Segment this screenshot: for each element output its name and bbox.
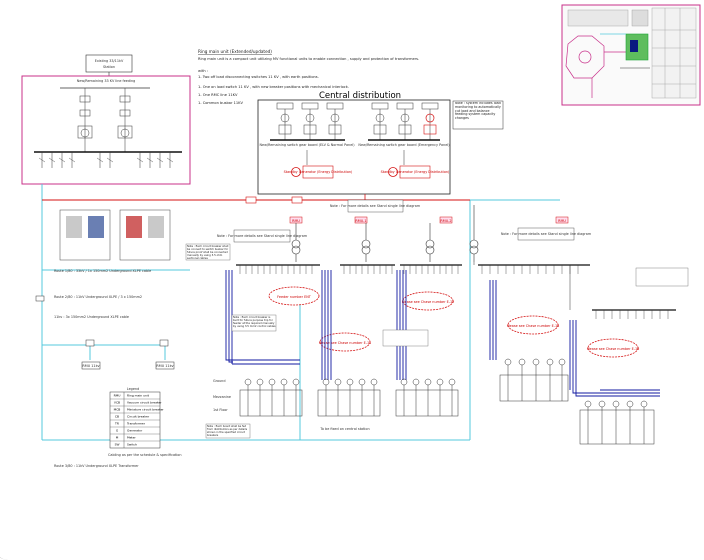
row-label-ground: Ground: [213, 379, 225, 383]
legend-symbol: M: [116, 436, 119, 440]
legend-text: Vacuum circuit breaker: [127, 401, 162, 405]
annotation-notes: Note : Each circuit breaker shall be con…: [185, 243, 689, 439]
scope-line-3: 1- Two off load disconnecting switches 1…: [198, 75, 319, 79]
central-note: Note : system includes load monitoring t…: [455, 102, 501, 121]
left-cable-2: Route 2/80 : 11kV Underground XLPE / 3 x…: [54, 295, 142, 299]
legend-text: Meter: [127, 436, 136, 440]
mv-line: [42, 194, 470, 204]
gen-label-left: Standby Generator (Energy Distribution): [284, 170, 353, 174]
existing-panel: New/Remaining 33 KV line feeding: [21, 75, 191, 185]
central-distribution-title: Central distribution: [319, 91, 401, 101]
legend-symbol: RMU: [114, 394, 121, 398]
legend-text: Generator: [127, 429, 143, 433]
tx-note-2: Note : For more details see Stand single…: [217, 234, 308, 238]
legend-symbol: VCB: [114, 401, 120, 405]
legend-title: Legend: [127, 387, 139, 391]
existing-panel-label: New/Remaining 33 KV line feeding: [77, 79, 136, 83]
existing-station-title: Existing 33/11kV: [95, 59, 124, 63]
bottom-left-note: Note : Each board shall be fed from dist…: [207, 425, 248, 437]
feeder-label-5: Please see Chase number E-16: [587, 347, 640, 351]
legend-text: Circuit breaker: [127, 415, 150, 419]
existing-station-subtitle: Station: [103, 65, 115, 69]
feeder-label-3: Please see Chase number E-12: [402, 300, 455, 304]
legend-symbol: TR: [114, 422, 119, 426]
tx-note-3: Note : For more details see Stand single…: [501, 232, 592, 236]
legend-symbol: MCB: [114, 408, 121, 412]
legend-text: Transformer: [126, 422, 146, 426]
feeder-label-4: Please see Chase number E-14: [507, 324, 560, 328]
left-note-1: Note : Each circuit breaker shall be con…: [187, 245, 229, 260]
rmu-tag-2: RMU-1: [355, 219, 366, 223]
page-corner: [0, 520, 15, 560]
floor-row-labels: Ground Mezzanine 1st Floor To be fixed o…: [213, 379, 370, 431]
rmu-tag-3: RMU-2: [440, 219, 451, 223]
floor-boards: [239, 358, 655, 445]
switchgear-right-label: New/Remaining switch gear board (Emergen…: [358, 143, 450, 147]
scope-line-5: 1- One RMC line 11KV: [198, 93, 238, 97]
legend-text: Miniature circuit breaker: [127, 408, 164, 412]
row-label-mezzanine: Mezzanine: [213, 395, 231, 399]
bottom-note: To be fixed on central station: [319, 427, 369, 431]
existing-station-block: Existing 33/11kV Station: [85, 54, 133, 76]
central-distribution: Central distribution New/Remaining switc…: [257, 91, 504, 195]
left-note-2: Note : Each circuit breaker is built for…: [233, 316, 276, 328]
rmu-tag-1: RMU: [292, 219, 300, 223]
left-cable-3: 11kv : 3x 150mm2 Underground XLPE cable: [54, 315, 129, 319]
tx-note-1: Note : For more details see Stand single…: [330, 204, 421, 208]
left-cable-1: Route 1/80 : 33kV / 1x 150mm2 Undergroun…: [54, 269, 151, 273]
scope-heading: Ring main unit (Extended/updated): [198, 49, 272, 54]
feeder-clouds: Feeder number ENT Please see Chase numbe…: [268, 286, 640, 358]
legend-text: Switch: [127, 443, 137, 447]
transformers: [291, 205, 479, 262]
scope-line-6: 1- Common busbar 11KV: [198, 101, 244, 105]
legend-footnote: Cabling as per the schedule & specificat…: [108, 453, 182, 457]
substation-1: RMU 11kv: [82, 364, 99, 368]
substation-2: RMU 11kv: [156, 364, 173, 368]
feeder-label-2: Please see Chase number E-11: [319, 341, 372, 345]
legend-symbol: CB: [115, 415, 119, 419]
legend-text: Ring main unit: [127, 394, 150, 398]
scope-line-1: Ring main unit is a compact unit utilizi…: [198, 57, 419, 61]
transformer-notes: Note : For more details see Stand single…: [217, 199, 592, 243]
distribution-boards: [236, 262, 676, 319]
scope-line-2: with :: [198, 69, 208, 73]
legend-symbol: SW: [115, 443, 120, 447]
key-plan-inset: [561, 4, 701, 106]
feeder-label-1: Feeder number ENT: [277, 295, 312, 299]
legend-symbol: G: [116, 429, 119, 433]
rmu-photos: [59, 209, 171, 261]
rmu-tags: RMU RMU-1 RMU-2 RMU: [289, 216, 569, 224]
rmu-tag-4: RMU: [558, 219, 566, 223]
gen-label-right: Standby Generator (Energy Distribution): [381, 170, 450, 174]
left-cable-4: Route 3/80 : 11kV Underground XLPE Trans…: [54, 464, 139, 468]
scope-notes: Ring main unit (Extended/updated) Ring m…: [198, 49, 419, 105]
row-label-first: 1st Floor: [213, 408, 228, 412]
left-cable-labels: Route 1/80 : 33kV / 1x 150mm2 Undergroun…: [35, 269, 175, 468]
scope-line-4: 1- One on load switch 11 KV , with new b…: [198, 85, 349, 89]
switchgear-left-label: New/Remaining switch gear board (ELV & N…: [259, 143, 355, 147]
